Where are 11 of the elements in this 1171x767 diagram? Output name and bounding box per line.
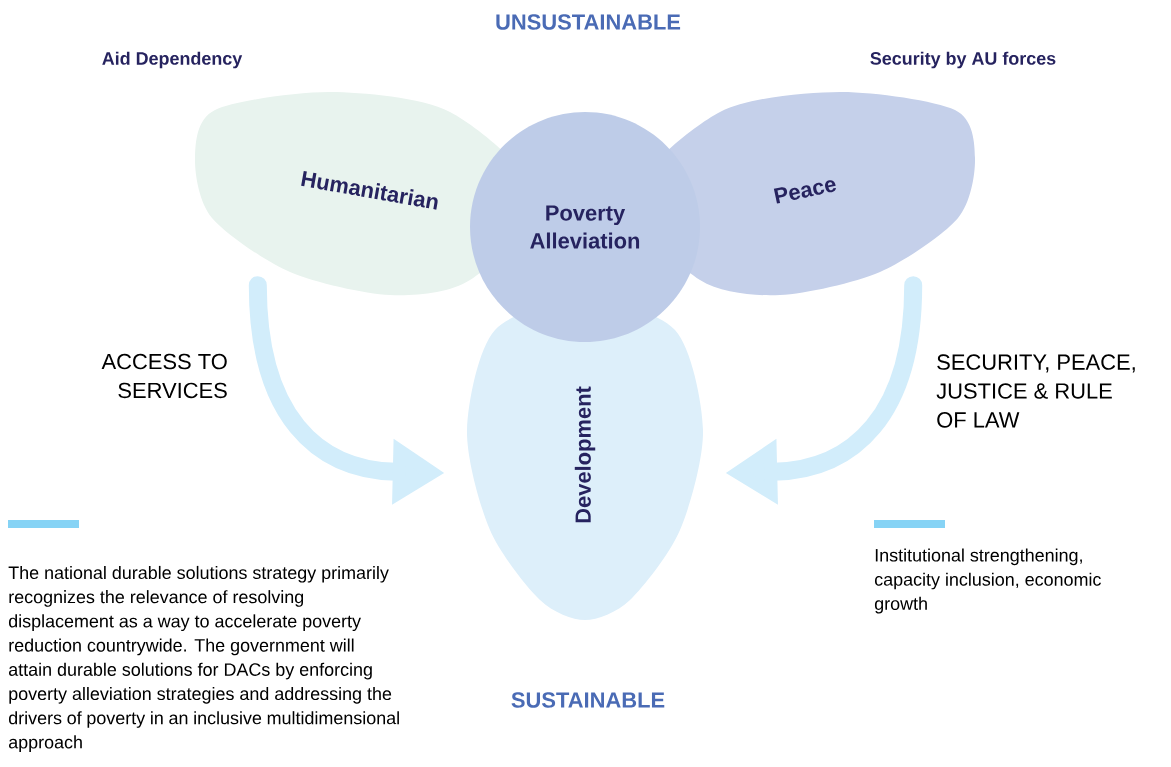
paragraph: Institutional strengthening, capacity inclusion, economic growth (874, 548, 1101, 614)
heading: SUSTAINABLE (511, 692, 665, 708)
heading: Security by AU forces (870, 51, 1056, 69)
node-label: Development (574, 386, 596, 523)
heading: Aid Dependency (102, 51, 243, 69)
paragraph: The national durable solutions strategy primarily recognizes the relevance of resolving displacement as a way to accelerate poverty reduction countrywide. The government will attain durable solutions for DACs by enforcing poverty alleviation strategies and addressing the drivers of poverty in an inclusive multidimensional approach (8, 565, 399, 753)
node-label: Poverty Alleviation (530, 205, 640, 249)
annotation-text: SECURITY, PEACE, JUSTICE & RULE OF LAW (936, 354, 1135, 428)
node-label: Peace (773, 180, 836, 204)
annotation-text: ACCESS TO SERVICES (101, 353, 227, 399)
heading: UNSUSTAINABLE (496, 14, 681, 30)
